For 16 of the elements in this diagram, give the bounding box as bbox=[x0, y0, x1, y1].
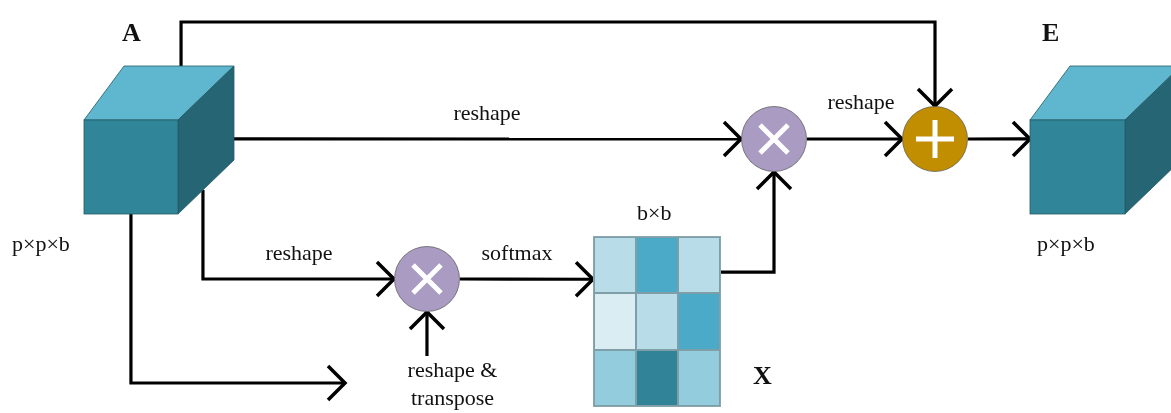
arrow bbox=[408, 310, 446, 356]
tensor-label: E bbox=[1042, 18, 1060, 48]
arrow bbox=[129, 214, 347, 402]
arrow bbox=[721, 170, 793, 274]
tensor-label: A bbox=[122, 18, 141, 48]
matrix-size-label: b×b bbox=[637, 200, 672, 226]
arrow bbox=[460, 260, 595, 298]
arrow bbox=[968, 120, 1032, 158]
arrow bbox=[807, 120, 904, 158]
annotation-text: reshape & transpose bbox=[406, 356, 499, 412]
arrow bbox=[234, 120, 743, 158]
arrow bbox=[179, 20, 954, 108]
dimension-label: p×p×b bbox=[1037, 231, 1095, 257]
arrow bbox=[201, 190, 396, 298]
dimension-label: p×p×b bbox=[12, 231, 70, 257]
matrix-label: X bbox=[753, 361, 772, 391]
